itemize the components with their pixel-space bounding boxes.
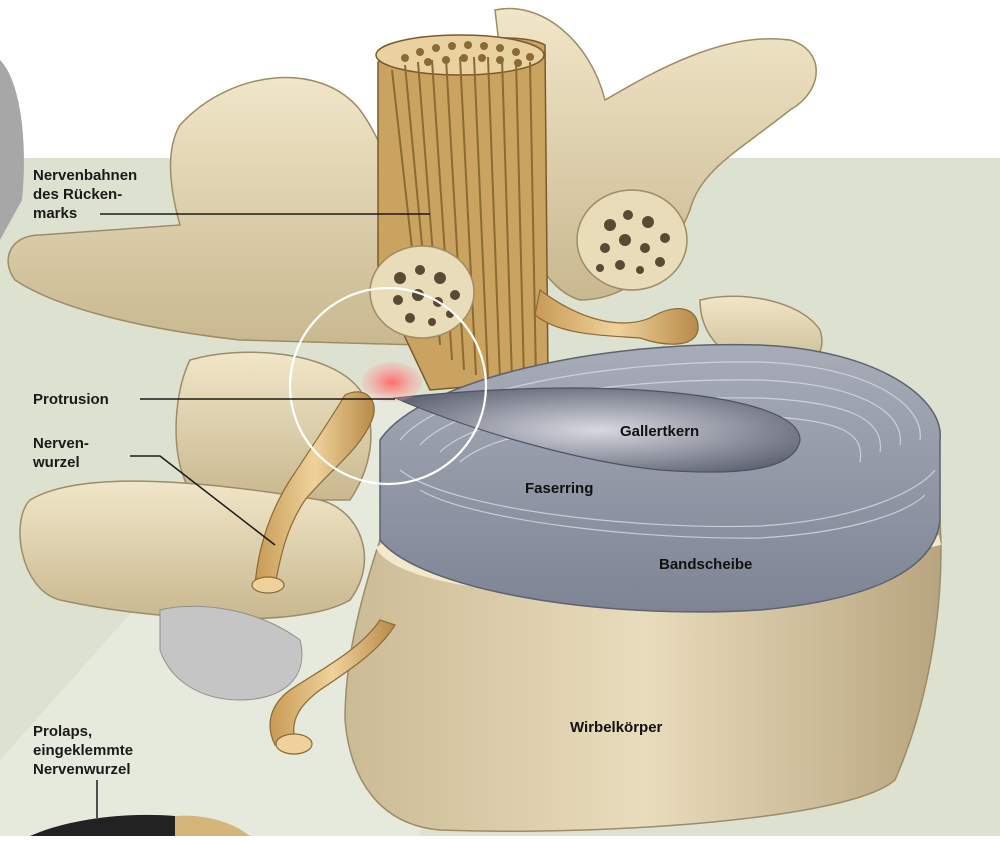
label-bandscheibe: Bandscheibe: [659, 555, 752, 574]
label-prolaps-line3: Nervenwurzel: [33, 760, 133, 779]
label-wirbelkoerper: Wirbelkörper: [570, 718, 662, 737]
label-nervenbahnen-line1: Nervenbahnen: [33, 166, 137, 185]
label-prolaps-line1: Prolaps,: [33, 722, 133, 741]
label-nervenwurzel: Nerven- wurzel: [33, 434, 89, 472]
label-nervenwurzel-line1: Nerven-: [33, 434, 89, 453]
label-faserring: Faserring: [525, 479, 593, 498]
label-nervenbahnen: Nervenbahnen des Rücken- marks: [33, 166, 137, 223]
lower-transverse-process: [20, 481, 364, 619]
label-gallertkern: Gallertkern: [620, 422, 699, 441]
lower-nerve-root-end: [276, 734, 312, 754]
protrusion-highlight: [362, 362, 422, 402]
label-nervenwurzel-line2: wurzel: [33, 453, 89, 472]
label-protrusion: Protrusion: [33, 390, 109, 409]
label-prolaps-line2: eingeklemmte: [33, 741, 133, 760]
label-nervenbahnen-line3: marks: [33, 204, 137, 223]
label-prolaps: Prolaps, eingeklemmte Nervenwurzel: [33, 722, 133, 779]
bone-cut-right: [577, 190, 687, 290]
label-nervenbahnen-line2: des Rücken-: [33, 185, 137, 204]
nerve-root-end: [252, 577, 284, 593]
